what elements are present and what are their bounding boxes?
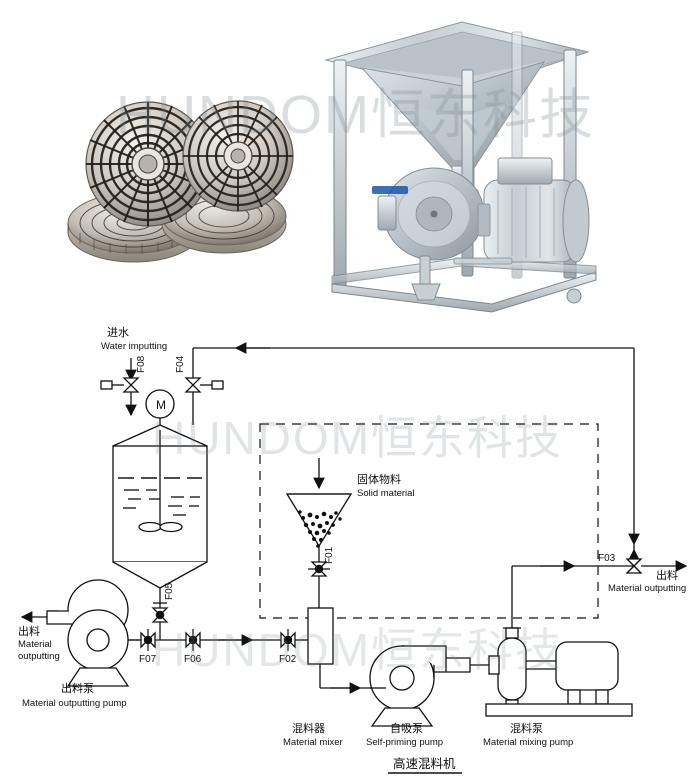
valve-tag-F08: F08 [136, 355, 147, 373]
valve-F06-symbol [185, 629, 201, 651]
label-outputting-pump-en: Material outputting pump [22, 698, 127, 709]
skid-boundary-box [259, 423, 599, 619]
label-solid-material-en: Solid material [357, 488, 415, 499]
label-water-inlet-cn: 进水 [107, 326, 129, 339]
label-self-priming-pump-en: Self-priming pump [366, 737, 443, 748]
caster-wheel [566, 288, 582, 304]
valve-tag-F07: F07 [139, 654, 157, 665]
disc-upper-left [85, 101, 211, 227]
label-right-outlet-en: Material outputting [608, 583, 686, 594]
label-self-priming-pump-cn: 自吸泵 [390, 722, 423, 735]
pump-head [372, 167, 485, 261]
valve-F02-symbol [280, 629, 296, 651]
solid-hopper [285, 493, 353, 548]
valve-F04-symbol [184, 377, 224, 393]
label-left-outlet-en2: outputting [18, 651, 60, 662]
valve-tag-F05: F05 [164, 582, 175, 600]
motor [477, 157, 590, 263]
tank-liquid-hatch [123, 489, 200, 516]
label-mixing-pump-cn: 混料泵 [510, 721, 543, 735]
pfd-canvas: 进水 Water imputting F08 F04 F05 F07 F06 F… [18, 326, 688, 774]
label-outputting-pump-cn: 出料泵 [61, 681, 94, 695]
disc-upper-right [182, 100, 294, 212]
material-mixing-pump [485, 560, 634, 717]
agitator-motor-label: M [156, 398, 166, 412]
valve-tag-F01: F01 [324, 546, 335, 564]
self-priming-pump [369, 645, 471, 727]
label-mixing-pump-en: Material mixing pump [483, 737, 573, 748]
label-left-outlet-cn: 出料 [18, 624, 40, 638]
material-mixer-body [307, 607, 334, 665]
valve-F03-symbol [625, 552, 643, 574]
hopper-granules [298, 510, 342, 548]
label-left-outlet-en1: Material [18, 639, 52, 650]
valve-F07-symbol [140, 629, 156, 651]
valve-F08-symbol [100, 377, 140, 393]
valve-tag-F02: F02 [279, 654, 297, 665]
valve-tag-F04: F04 [175, 355, 186, 373]
material-outputting-pump [46, 579, 130, 687]
valve-F01-symbol [308, 561, 330, 577]
label-material-mixer-cn: 混料器 [292, 721, 325, 735]
process-flow-diagram: HUNDOM恒东科技 HUNDOM恒东科技 [0, 320, 700, 776]
photo-mixer-machine [324, 21, 597, 313]
label-solid-material-cn: 固体物料 [357, 472, 401, 486]
product-photo-band: HUNDOM恒东科技 [0, 0, 700, 320]
photo-rotor-stator-discs [67, 100, 294, 263]
label-material-mixer-en: Material mixer [283, 737, 343, 748]
agitated-tank [112, 389, 208, 602]
outlet-pipe [411, 255, 513, 301]
label-water-inlet-en: Water imputting [101, 341, 167, 352]
label-right-outlet-cn: 出料 [656, 568, 678, 582]
valve-tag-F06: F06 [184, 654, 202, 665]
valve-tag-F03: F03 [598, 553, 616, 564]
diagram-caption: 高速混料机 [393, 756, 456, 771]
